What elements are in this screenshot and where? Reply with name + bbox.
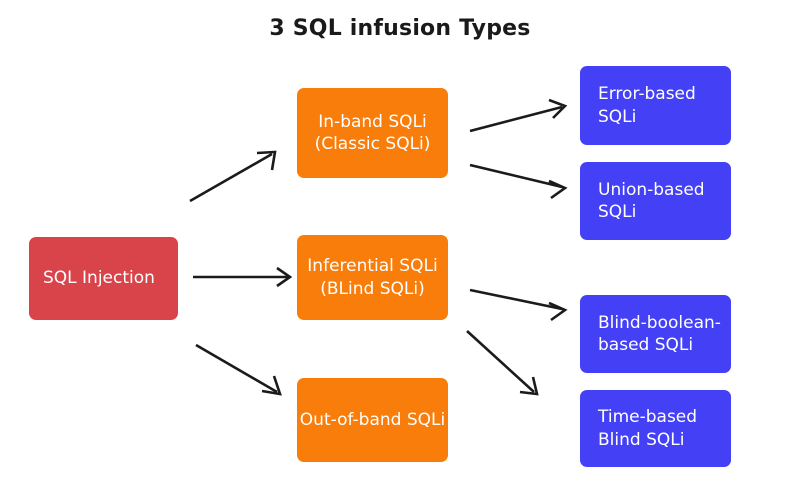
node-union-based-sqli[interactable]: Union-based SQLi xyxy=(580,162,731,240)
arrow-inband-to-unionbased xyxy=(469,163,568,200)
node-inferential-sqli-label: Inferential SQLi (BLind SQLi) xyxy=(307,256,438,299)
page-title: 3 SQL infusion Types xyxy=(269,16,531,41)
arrow-inferential-to-timebased xyxy=(466,330,539,396)
node-out-of-band-sqli[interactable]: Out-of-band SQLi xyxy=(297,378,448,462)
node-blind-boolean-based-sqli-label: Blind-boolean- based SQLi xyxy=(598,312,721,355)
node-union-based-sqli-label: Union-based SQLi xyxy=(598,179,705,222)
node-out-of-band-sqli-label: Out-of-band SQLi xyxy=(299,409,446,430)
node-in-band-sqli-label: In-band SQLi (Classic SQLi) xyxy=(314,111,431,154)
arrow-inferential-to-blindboolean xyxy=(469,288,568,322)
arrow-inband-to-errorbased xyxy=(469,98,568,133)
node-error-based-sqli-label: Error-based SQLi xyxy=(598,84,696,127)
arrow-root-to-inband xyxy=(189,150,277,203)
node-inferential-sqli[interactable]: Inferential SQLi (BLind SQLi) xyxy=(297,235,448,320)
node-time-based-blind-sqli[interactable]: Time-based Blind SQLi xyxy=(580,390,731,467)
arrow-root-to-inferential xyxy=(193,266,293,288)
node-in-band-sqli[interactable]: In-band SQLi (Classic SQLi) xyxy=(297,88,448,178)
node-error-based-sqli[interactable]: Error-based SQLi xyxy=(580,66,731,145)
node-sql-injection[interactable]: SQL Injection xyxy=(29,237,178,320)
node-blind-boolean-based-sqli[interactable]: Blind-boolean- based SQLi xyxy=(580,295,731,373)
arrow-root-to-outofband xyxy=(195,343,282,396)
node-sql-injection-label: SQL Injection xyxy=(43,268,155,289)
node-time-based-blind-sqli-label: Time-based Blind SQLi xyxy=(598,407,698,450)
